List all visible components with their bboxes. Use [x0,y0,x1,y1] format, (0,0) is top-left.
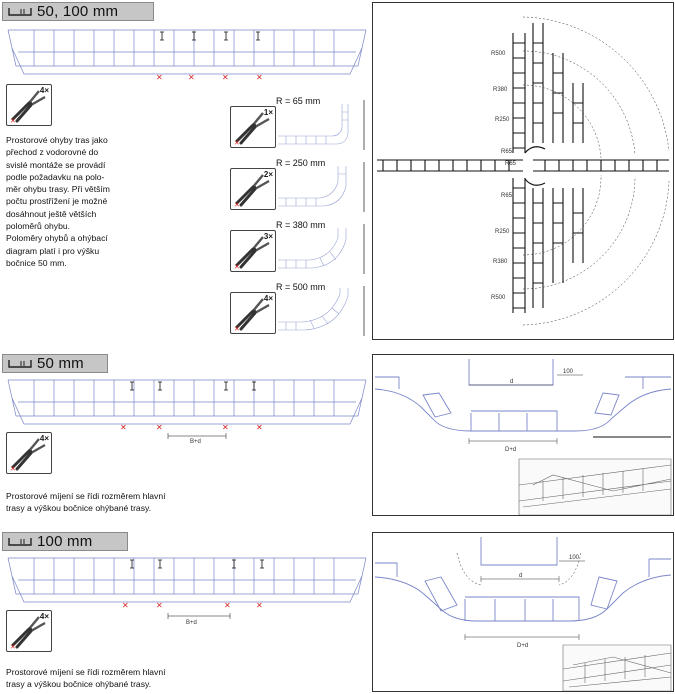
dimension-label: B+d [190,439,201,445]
svg-text:✕: ✕ [234,140,240,147]
dimension-label: R250 [495,229,510,235]
dimension-label: d [519,573,522,579]
dimension-label: d [510,379,513,385]
tool-count: 4× [39,612,49,621]
svg-text:✕: ✕ [256,73,263,82]
dimension-label: R65 [501,149,513,155]
offset-diagram: d 100 D+d [372,532,674,692]
cutting-pliers-icon-box: ✕ 4× [6,84,52,126]
svg-text:✕: ✕ [120,423,127,432]
pliers-icon: ✕ [10,438,46,473]
cutting-pliers-icon-box: ✕ 4× [6,432,52,474]
offset-diagram: d 100 D+d [372,354,674,516]
bent-tray-sketch [278,286,365,336]
svg-text:✕: ✕ [122,601,129,610]
tool-count: 4× [39,434,49,443]
radius-row: ✕ 1× R = 65 mm [230,92,372,154]
dimension-label: R380 [493,259,508,265]
bending-diagram: R500 R380 R250 R65 R65 R65 R250 R380 R50… [372,2,674,340]
pliers-icon: ✕ [10,616,46,651]
radius-row: ✕ 4× R = 500 mm [230,278,372,340]
tray-with-cut-marks: ✕ ✕ ✕ ✕ B+d [7,557,367,626]
svg-text:✕: ✕ [234,264,240,271]
pliers-icon: ✕ [234,112,270,147]
dimension-label: D+d [517,643,528,649]
offset-description: Prostorové míjení se řídi rozměrem hlavn… [6,491,166,514]
dimension-label: 100 [569,555,580,561]
offset-description: Prostorové míjení se řídi rozměrem hlavn… [6,667,166,690]
pliers-icon-box: ✕ 1× [230,106,276,148]
svg-text:✕: ✕ [10,118,16,125]
tray-with-cut-marks: ✕ ✕ ✕ ✕ B+d [7,379,367,445]
section-header: 100 mm [2,532,128,551]
svg-text:✕: ✕ [156,73,163,82]
svg-text:✕: ✕ [224,601,231,610]
dimension-label: R380 [493,87,508,93]
pliers-icon-box: ✕ 4× [230,292,276,334]
offset-diagram-drawing: d 100 D+d [374,359,672,515]
svg-text:✕: ✕ [234,202,240,209]
radius-label: R = 500 mm [276,282,326,292]
section-offset-100: 100 mm ✕ ✕ ✕ ✕ B+d ✕ 4× Prostorové míjení s… [0,532,675,694]
radius-label: R = 65 mm [276,96,321,106]
radius-label: R = 250 mm [276,158,326,168]
cable-tray-profile-icon [8,8,32,16]
pliers-icon: ✕ [10,90,46,125]
pliers-icon-box: ✕ 3× [230,230,276,272]
radius-row: ✕ 2× R = 250 mm [230,154,372,216]
bent-tray-sketch [278,100,365,150]
svg-text:✕: ✕ [222,73,229,82]
dimension-label: R500 [491,51,506,57]
pliers-icon: ✕ [234,236,270,271]
dimension-label: D+d [505,447,516,453]
radius-row: ✕ 3× R = 380 mm [230,216,372,278]
bent-tray-sketch [278,224,365,274]
svg-text:✕: ✕ [256,601,263,610]
bent-tray-sketch [278,162,365,212]
svg-text:✕: ✕ [234,326,240,333]
dimension-label: R250 [495,117,510,123]
cutting-pliers-icon-box: ✕ 4× [6,610,52,652]
bending-diagram-drawing: R500 R380 R250 R65 R65 R65 R250 R380 R50… [377,16,670,326]
section-header: 50, 100 mm [2,2,154,21]
tool-count: 4× [263,294,273,303]
dimension-label: R65 [505,161,517,167]
dimension-label: R65 [501,193,513,199]
cable-tray-profile-icon [8,360,32,368]
svg-text:✕: ✕ [256,423,263,432]
pliers-icon-box: ✕ 2× [230,168,276,210]
bends-description: Prostorové ohyby tras jako přechod z vod… [6,135,110,268]
offset-diagram-drawing: d 100 D+d [374,537,672,691]
svg-text:✕: ✕ [10,644,16,651]
tool-count: 4× [39,86,49,95]
svg-text:✕: ✕ [156,423,163,432]
section-header: 50 mm [2,354,108,373]
section-offset-50: 50 mm ✕ ✕ ✕ ✕ B+d ✕ 4× Prostorové míjení se… [0,354,675,522]
dimension-label: R500 [491,295,506,301]
pliers-icon: ✕ [234,174,270,209]
section-header-text: 50 mm [37,355,84,372]
dimension-label: B+d [186,620,197,626]
tool-count: 1× [263,108,273,117]
pliers-icon: ✕ [234,298,270,333]
svg-text:✕: ✕ [222,423,229,432]
svg-text:✕: ✕ [156,601,163,610]
svg-text:✕: ✕ [10,466,16,473]
section-header-text: 100 mm [37,533,93,550]
tool-count: 2× [263,170,273,179]
section-header-text: 50, 100 mm [37,3,119,20]
radius-label: R = 380 mm [276,220,326,230]
tool-count: 3× [263,232,273,241]
cable-tray-profile-icon [8,538,32,546]
dimension-label: 100 [563,369,574,375]
section-bends: 50, 100 mm ✕✕✕✕ ✕ 4× Pros [0,0,675,345]
svg-text:✕: ✕ [188,73,195,82]
tray-with-cut-marks: ✕ ✕ ✕ ✕ [7,29,367,82]
